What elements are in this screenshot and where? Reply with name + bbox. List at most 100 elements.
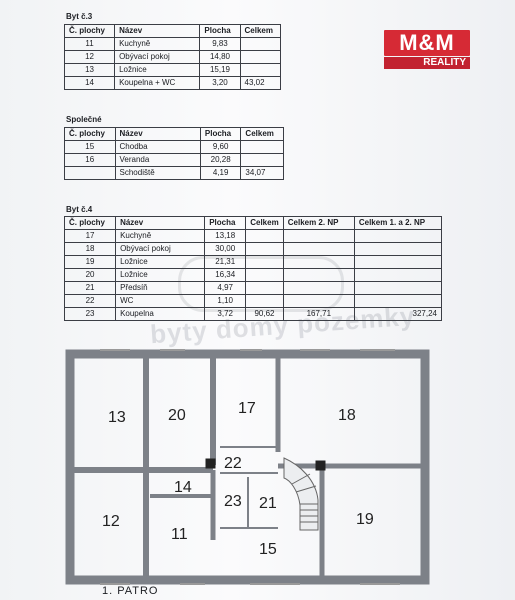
col-header: Celkem xyxy=(239,24,282,38)
cell: 3,72 xyxy=(204,307,247,321)
table-row: 11 Kuchyně 9,83 xyxy=(63,37,282,51)
cell: Ložnice xyxy=(115,268,206,282)
cell xyxy=(353,229,443,243)
room-label: 18 xyxy=(338,407,356,424)
col-header: Plocha xyxy=(199,127,242,141)
cell xyxy=(245,229,284,243)
table-row: 18 Obývací pokoj 30,00 xyxy=(63,242,443,256)
table-row: 13 Ložnice 15,19 xyxy=(63,63,282,77)
table-row: 19 Ložnice 21,31 xyxy=(63,255,443,269)
floor-label: 1. PATRO xyxy=(102,585,159,597)
cell xyxy=(240,153,284,167)
col-header: Celkem xyxy=(240,127,284,141)
table-row: 23 Koupelna 3,72 90,62 167,71 327,24 xyxy=(63,307,443,321)
cell xyxy=(245,294,284,308)
table-byt3: Č. plochy Název Plocha Celkem 11 Kuchyně… xyxy=(63,24,282,90)
cell xyxy=(282,255,355,269)
cell: 90,62 xyxy=(245,307,284,321)
cell xyxy=(240,140,284,154)
mm-reality-logo: M&M REALITY xyxy=(384,30,470,70)
cell: 43,02 xyxy=(239,76,282,90)
cell: Obývací pokoj xyxy=(115,242,206,256)
logo-wordmark: REALITY xyxy=(384,57,470,69)
logo-mark: M&M xyxy=(384,30,470,56)
cell: 1,10 xyxy=(204,294,247,308)
cell: Koupelna xyxy=(115,307,206,321)
col-header: Název xyxy=(114,24,201,38)
table-row: 17 Kuchyně 13,18 xyxy=(63,229,443,243)
cell xyxy=(245,268,284,282)
cell xyxy=(245,281,284,295)
cell: 9,60 xyxy=(199,140,242,154)
cell: 23 xyxy=(63,307,117,321)
cell xyxy=(282,268,355,282)
cell xyxy=(64,166,116,180)
cell xyxy=(245,242,284,256)
table-row: 12 Obývací pokoj 14,80 xyxy=(63,50,282,64)
cell: WC xyxy=(115,294,206,308)
cell xyxy=(282,281,355,295)
cell: 3,20 xyxy=(199,76,241,90)
cell: 16 xyxy=(64,153,116,167)
col-header: Název xyxy=(115,216,206,230)
cell xyxy=(239,50,282,64)
room-label: 23 xyxy=(224,493,242,510)
cell: 167,71 xyxy=(282,307,355,321)
cell: 34,07 xyxy=(240,166,284,180)
cell: Veranda xyxy=(114,153,201,167)
cell: 14 xyxy=(63,76,116,90)
cell xyxy=(282,294,355,308)
cell: 21,31 xyxy=(204,255,247,269)
cell xyxy=(282,242,355,256)
room-label: 13 xyxy=(108,409,126,426)
room-label: 20 xyxy=(168,407,186,424)
cell: 18 xyxy=(63,242,117,256)
cell xyxy=(353,242,443,256)
cell: Kuchyně xyxy=(115,229,206,243)
cell: 20 xyxy=(63,268,117,282)
cell: 20,28 xyxy=(199,153,242,167)
col-header: Č. plochy xyxy=(64,127,116,141)
cell: Ložnice xyxy=(115,255,206,269)
table-row: 16 Veranda 20,28 xyxy=(64,153,284,167)
floor-plan: 13 20 17 18 22 14 23 21 12 11 15 19 xyxy=(65,349,430,585)
col-header: Plocha xyxy=(199,24,241,38)
cell: 13,18 xyxy=(204,229,247,243)
cell xyxy=(353,281,443,295)
room-label: 14 xyxy=(174,479,192,496)
room-label: 21 xyxy=(259,495,277,512)
cell: 15 xyxy=(64,140,116,154)
cell: 13 xyxy=(63,63,116,77)
cell: Kuchyně xyxy=(114,37,201,51)
cell: 9,83 xyxy=(199,37,241,51)
cell: 14,80 xyxy=(199,50,241,64)
col-header: Celkem 2. NP xyxy=(282,216,355,230)
cell xyxy=(282,229,355,243)
table-row: 21 Předsíň 4,97 xyxy=(63,281,443,295)
cell: 15,19 xyxy=(199,63,241,77)
section-title-byt4: Byt č.4 xyxy=(66,205,93,214)
cell: Schodiště xyxy=(114,166,201,180)
cell: 327,24 xyxy=(353,307,443,321)
cell xyxy=(245,255,284,269)
section-title-spolecne: Společné xyxy=(66,115,102,124)
col-header: Název xyxy=(114,127,201,141)
col-header: Celkem xyxy=(245,216,284,230)
cell: 21 xyxy=(63,281,117,295)
cell: 11 xyxy=(63,37,116,51)
cell: 12 xyxy=(63,50,116,64)
table-byt4: Č. plochy Název Plocha Celkem Celkem 2. … xyxy=(63,216,443,321)
table-row: 22 WC 1,10 xyxy=(63,294,443,308)
cell: Ložnice xyxy=(114,63,201,77)
cell: 17 xyxy=(63,229,117,243)
section-title-byt3: Byt č.3 xyxy=(66,12,93,21)
table-row: Schodiště 4,19 34,07 xyxy=(64,166,284,180)
cell: 22 xyxy=(63,294,117,308)
table-row: 15 Chodba 9,60 xyxy=(64,140,284,154)
table-row: 20 Ložnice 16,34 xyxy=(63,268,443,282)
room-label: 19 xyxy=(356,511,374,528)
room-label: 22 xyxy=(224,455,242,472)
cell xyxy=(353,268,443,282)
cell xyxy=(353,294,443,308)
